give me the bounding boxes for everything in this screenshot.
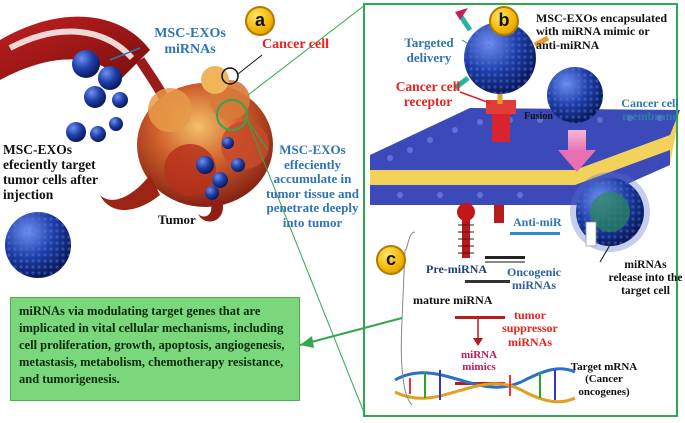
oncogenic-label: Oncogenic miRNAs	[507, 265, 561, 293]
tumor-label: Tumor	[158, 212, 196, 227]
mature-strand	[465, 280, 510, 283]
badge-c: c	[376, 245, 406, 275]
suppressor-label: tumor suppressor miRNAs	[502, 308, 558, 349]
pre-mirna-hairpin	[457, 203, 475, 258]
bracket	[400, 231, 416, 406]
targeted-delivery-label: Targeted delivery	[404, 35, 454, 65]
mimics-label: miRNA mimics	[460, 349, 498, 374]
membrane-exosome	[547, 67, 603, 123]
cancer-receptor-label: Cancer cell receptor	[395, 79, 461, 110]
release-label: miRNAs release into the target cell	[608, 259, 683, 297]
panel-b-frame	[363, 3, 678, 417]
cancer-membrane-label: Cancer cell membrane	[621, 96, 679, 124]
cancer-receptor	[486, 100, 516, 223]
summary-box: miRNAs via modulating target genes that …	[10, 297, 300, 401]
summary-text: miRNAs via modulating target genes that …	[19, 304, 285, 386]
fusion-arrow	[558, 130, 596, 172]
oncogenic-strand	[485, 256, 525, 263]
cancer-cell-label: Cancer cell	[262, 37, 329, 52]
mimic-strand	[455, 382, 505, 385]
target-mrna-label: Target mRNA (Cancer oncogenes)	[570, 361, 638, 398]
pre-mirna-label: Pre-miRNA	[426, 262, 488, 276]
mrna-helix	[394, 367, 576, 404]
badge-b: b	[489, 6, 519, 36]
suppressor-strand	[455, 316, 505, 346]
pointer-line	[109, 47, 141, 61]
anti-mir-strand	[510, 232, 560, 235]
exos-mirnas-label: MSC-EXOs miRNAs	[154, 26, 226, 57]
summary-connector	[299, 317, 403, 346]
fusion-label: Fusion	[524, 111, 553, 122]
mature-label: mature miRNA	[413, 293, 493, 307]
badge-a: a	[245, 6, 275, 36]
large-exosome	[5, 212, 71, 278]
target-text: MSC-EXOs efeciently target tumor cells a…	[3, 142, 98, 203]
targeted-exosome	[453, 8, 550, 104]
encapsulated-label: MSC-EXOs encapsulated with miRNA mimic o…	[536, 11, 668, 52]
exosome-cluster	[66, 50, 245, 200]
accumulate-text: MSC-EXOs effeciently accumulate in tumor…	[266, 142, 359, 230]
anti-mir-label: Anti-miR	[513, 215, 562, 229]
